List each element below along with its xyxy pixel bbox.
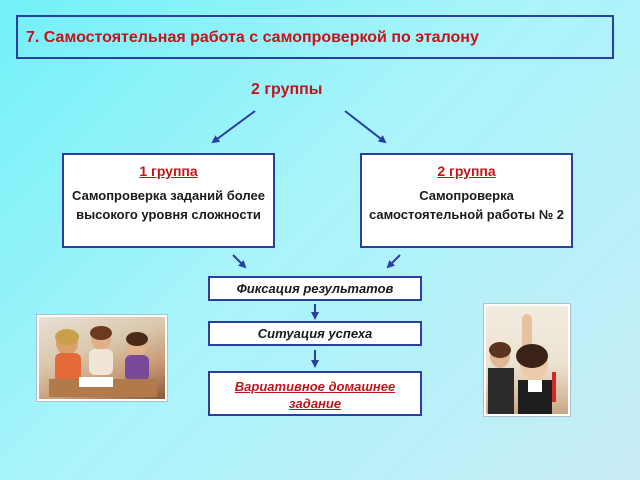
children-group-work-photo xyxy=(37,315,167,401)
group1-box: 1 группа Самопроверка заданий более высо… xyxy=(62,153,275,248)
arrow-to-group2 xyxy=(344,110,387,144)
group1-title: 1 группа xyxy=(139,163,198,179)
step-homework: Вариативное домашнее задание xyxy=(208,371,422,416)
slide-title: 7. Самостоятельная работа с самопроверко… xyxy=(26,29,479,46)
girl-raising-hand-photo xyxy=(484,304,570,416)
arrow-group2-to-step1 xyxy=(386,254,401,269)
group2-description: Самопроверка самостоятельной работы № 2 xyxy=(368,188,565,222)
arrow-to-group1 xyxy=(211,110,256,144)
slide-title-box: 7. Самостоятельная работа с самопроверко… xyxy=(16,15,614,59)
group1-description: Самопроверка заданий более высокого уров… xyxy=(72,188,265,222)
groups-label: 2 группы xyxy=(251,81,323,98)
group2-title: 2 группа xyxy=(437,163,496,179)
step-success-situation: Ситуация успеха xyxy=(208,321,422,346)
step-results-fixation: Фиксация результатов xyxy=(208,276,422,301)
arrow-group1-to-step1 xyxy=(232,254,247,269)
group2-box: 2 группа Самопроверка самостоятельной ра… xyxy=(360,153,573,248)
